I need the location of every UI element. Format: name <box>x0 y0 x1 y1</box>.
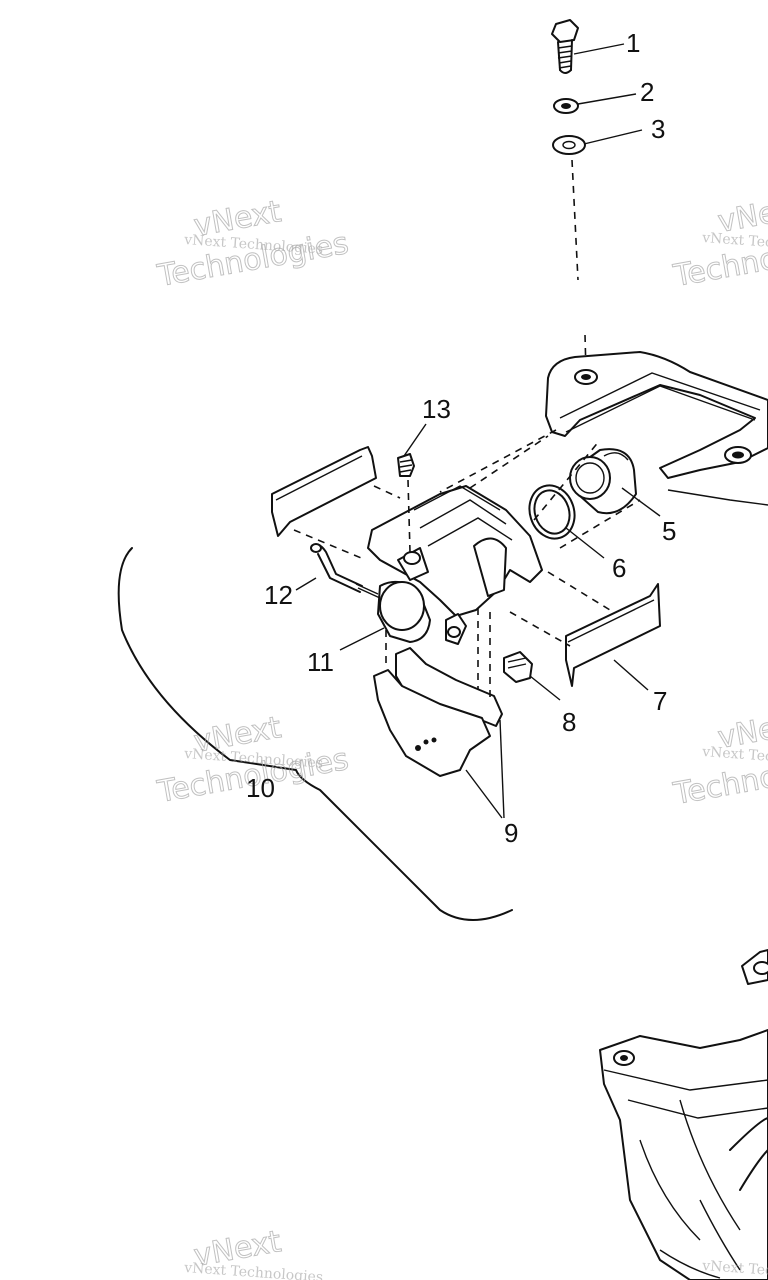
callout-labels: 1 2 3 5 6 7 8 9 10 11 12 13 <box>246 28 676 848</box>
lock-washer <box>553 98 579 114</box>
piston <box>569 448 637 515</box>
brake-pads <box>373 647 503 777</box>
callout-6: 6 <box>612 553 626 583</box>
pad-spring-upper <box>271 446 377 537</box>
flat-washer <box>552 135 586 155</box>
assembly-guides <box>293 429 641 700</box>
callout-13: 13 <box>422 394 451 424</box>
callout-2: 2 <box>640 77 654 107</box>
caliper-body <box>367 485 543 645</box>
callout-12: 12 <box>264 580 293 610</box>
bolt <box>551 19 579 74</box>
callout-7: 7 <box>653 686 667 716</box>
callout-3: 3 <box>651 114 665 144</box>
pad-pin <box>503 651 533 683</box>
callout-10: 10 <box>246 773 275 803</box>
watermark-small-right-bottom: vNext Technologies <box>701 1258 768 1280</box>
callout-11: 11 <box>307 647 334 677</box>
callout-5: 5 <box>662 516 676 546</box>
callout-8: 8 <box>562 707 576 737</box>
bleeder-screw <box>397 453 415 477</box>
callout-9: 9 <box>504 818 518 848</box>
leader-lines <box>295 43 661 819</box>
caliper-bracket <box>545 351 768 506</box>
group-bracket-curve <box>117 547 513 921</box>
lower-housing <box>599 949 768 1280</box>
brake-line-fitting <box>310 543 381 599</box>
bolt-axis-line <box>571 159 579 281</box>
callout-1: 1 <box>626 28 640 58</box>
pad-spring-lower <box>565 583 661 687</box>
